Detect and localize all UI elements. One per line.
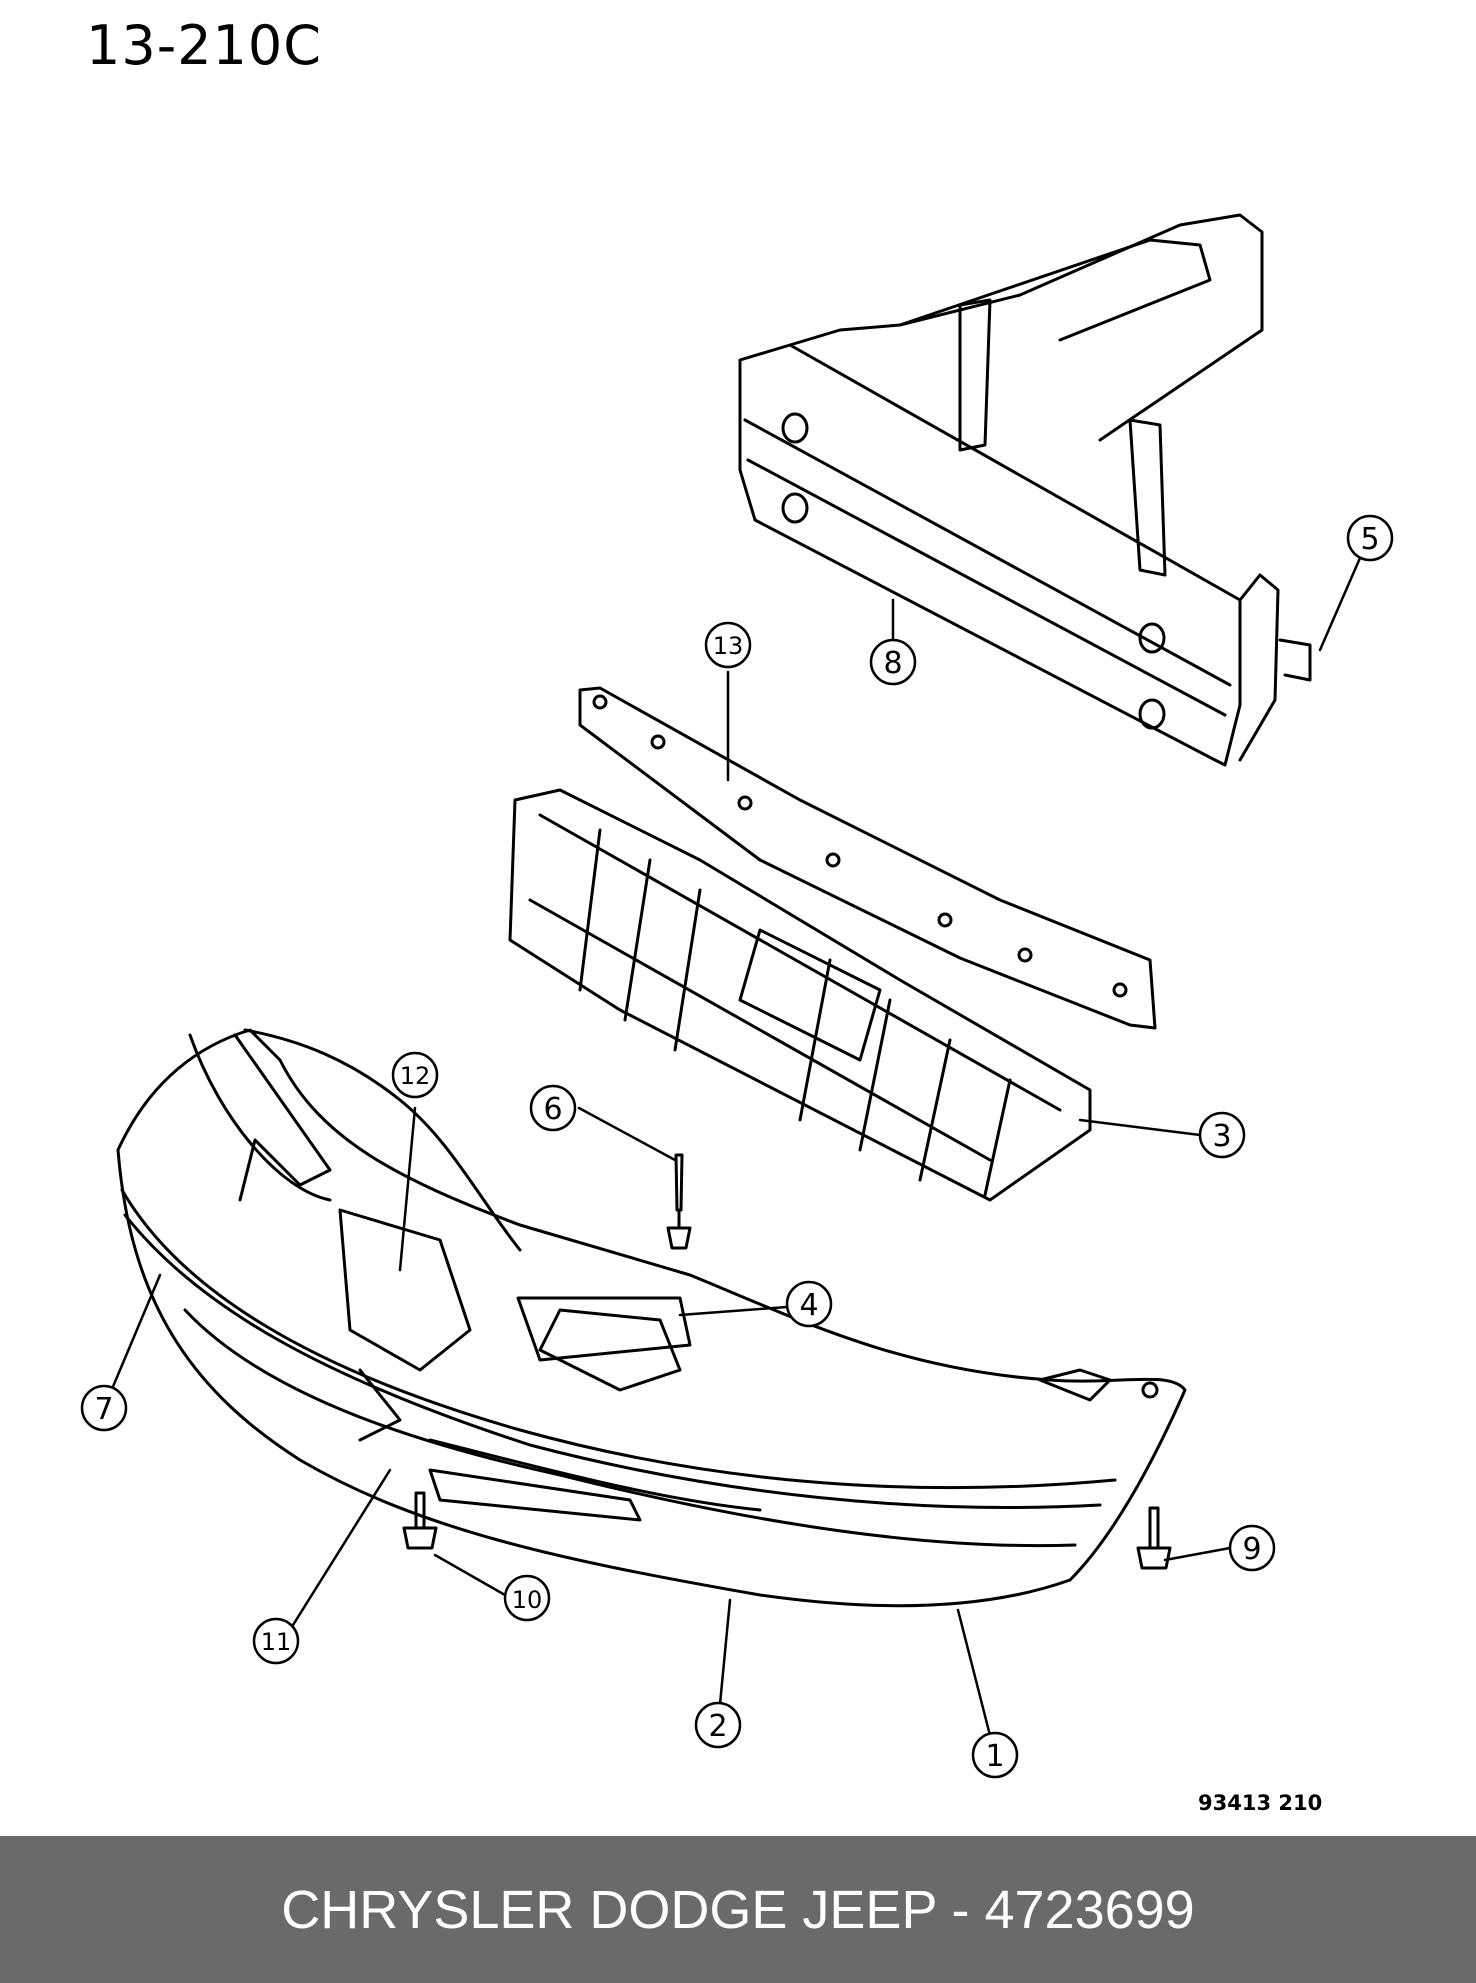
svg-text:12: 12 <box>400 1062 431 1090</box>
callout-4: 4 <box>785 1280 833 1328</box>
svg-text:2: 2 <box>708 1709 727 1744</box>
callout-2: 2 <box>694 1701 742 1749</box>
callout-markers: 1 2 3 4 5 6 7 8 <box>80 514 1394 1779</box>
diagram-code: 13-210C <box>86 14 322 77</box>
callout-7: 7 <box>80 1384 128 1432</box>
callout-9: 9 <box>1228 1524 1276 1572</box>
callout-11: 11 <box>252 1617 300 1665</box>
push-pin-part <box>666 1153 692 1250</box>
svg-text:13: 13 <box>713 632 744 660</box>
svg-text:11: 11 <box>261 1628 292 1656</box>
exploded-parts-diagram: 1 2 3 4 5 6 7 8 <box>80 213 1394 1779</box>
svg-text:6: 6 <box>543 1092 562 1127</box>
svg-text:3: 3 <box>1212 1119 1231 1154</box>
footer-caption: CHRYSLER DODGE JEEP - 4723699 <box>281 1879 1195 1940</box>
bolt-part <box>1136 1506 1172 1570</box>
svg-text:5: 5 <box>1360 522 1379 557</box>
bumper-fascia-part <box>116 1028 1187 1608</box>
callout-8: 8 <box>869 638 917 686</box>
svg-text:10: 10 <box>512 1586 543 1614</box>
svg-text:8: 8 <box>883 646 902 681</box>
drawing-number: 93413 210 <box>1198 1791 1323 1815</box>
bolt-part <box>402 1491 438 1550</box>
reinforcement-beam-part <box>738 213 1312 767</box>
callout-13: 13 <box>704 621 752 669</box>
callout-6: 6 <box>529 1084 577 1132</box>
grille-part <box>508 788 1092 1202</box>
callout-1: 1 <box>971 1731 1019 1779</box>
leader-lines <box>102 556 1362 1757</box>
callout-3: 3 <box>1198 1111 1246 1159</box>
svg-text:1: 1 <box>985 1739 1004 1774</box>
callout-5: 5 <box>1346 514 1394 562</box>
svg-text:4: 4 <box>799 1288 818 1323</box>
svg-text:7: 7 <box>94 1392 113 1427</box>
callout-10: 10 <box>503 1574 551 1622</box>
footer-bar: CHRYSLER DODGE JEEP - 4723699 <box>0 1836 1476 1983</box>
callout-12: 12 <box>391 1051 439 1099</box>
upper-strip-part <box>578 686 1157 1030</box>
svg-text:9: 9 <box>1242 1532 1261 1567</box>
